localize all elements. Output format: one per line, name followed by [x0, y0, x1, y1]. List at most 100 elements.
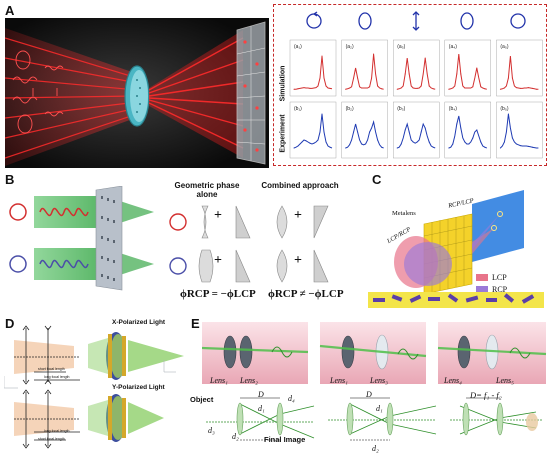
simulation-point: [357, 77, 359, 79]
simulation-point: [313, 87, 315, 89]
simulation-point: [527, 87, 529, 89]
panel-b-lens-combos: [169, 205, 329, 283]
simulation-point: [404, 73, 406, 75]
d3-label: d₃: [208, 426, 215, 435]
formula-geometric: ϕRCP = −ϕLCP: [180, 288, 256, 300]
simulation-point: [472, 86, 474, 88]
polarization-ellipse-icon: [460, 12, 474, 30]
experiment-point: [369, 131, 371, 133]
simulation-point: [345, 88, 347, 90]
long-focal-label-y: long focal length: [44, 429, 70, 433]
experiment-point: [424, 127, 426, 129]
final-image-label: Final Image: [264, 435, 306, 444]
D-formula: D= f₁ - f₂: [470, 390, 502, 400]
polarization-ellipse-icon: [358, 12, 372, 30]
panel-e-label: E: [191, 316, 200, 331]
experiment-point: [448, 147, 450, 149]
simulation-point: [305, 87, 307, 89]
combined-approach-header: Combined approach: [261, 181, 339, 190]
panel-d-illustration: [4, 325, 184, 449]
simulation-point: [424, 57, 426, 59]
panel-d-label: D: [5, 316, 15, 331]
experiment-point: [527, 145, 529, 147]
simulation-point: [468, 87, 470, 89]
simulation-point: [499, 88, 501, 90]
experiment-point: [432, 146, 434, 148]
lens6-label: Lens₅: [496, 376, 514, 385]
simulation-point: [408, 73, 410, 75]
experiment-point: [480, 141, 482, 143]
experiment-tag: (b₃): [397, 106, 405, 112]
simulation-point: [293, 88, 295, 90]
experiment-point: [373, 121, 375, 123]
plus-sign: +: [214, 253, 222, 268]
experiment-point: [309, 142, 311, 144]
experiment-point: [317, 139, 319, 141]
simulation-plot-2: (a₂): [341, 39, 388, 97]
experiment-point: [484, 146, 486, 148]
simulation-point: [428, 85, 430, 87]
experiment-point: [511, 137, 513, 139]
simulation-tag: (a₅): [500, 44, 508, 50]
lcp-legend-swatch: [476, 274, 488, 281]
experiment-point: [412, 141, 414, 143]
experiment-point: [416, 141, 418, 143]
experiment-plot-5: (b₅): [496, 101, 543, 159]
legend-lcp: LCP: [492, 273, 507, 282]
experiment-tag: (b₁): [294, 106, 302, 112]
experiment-tag: (b₂): [346, 106, 354, 112]
simulation-point: [420, 85, 422, 87]
x-polarized-label: X-Polarized Light: [112, 319, 166, 326]
simulation-point: [519, 87, 521, 89]
experiment-plot-1: (b₁): [289, 101, 337, 159]
panel-c-illustration: [394, 190, 524, 295]
experiment-point: [503, 141, 505, 143]
simulation-point: [297, 88, 299, 90]
lens4-label: Lens₃: [370, 376, 388, 385]
experiment-plot-2: (b₂): [341, 101, 388, 159]
experiment-curve: [397, 122, 436, 149]
simulation-curve: [294, 55, 333, 90]
experiment-point: [357, 131, 359, 133]
D-label: D: [258, 390, 264, 399]
experiment-point: [499, 147, 501, 149]
simulation-point: [523, 87, 525, 89]
panel-a-profile-plots: (a₁)(a₂)(a₃)(a₄)(a₅)(b₁)(b₂)(b₃)(b₄)(b₅): [289, 39, 543, 159]
simulation-point: [373, 53, 375, 55]
simulation-point: [464, 87, 466, 89]
simulation-point: [484, 88, 486, 90]
experiment-point: [305, 140, 307, 142]
experiment-point: [428, 141, 430, 143]
simulation-point: [349, 87, 351, 89]
experiment-point: [452, 143, 454, 145]
long-focal-label-x: long focal length: [44, 375, 70, 379]
simulation-tag: (a₁): [294, 44, 302, 50]
simulation-point: [317, 85, 319, 87]
experiment-point: [523, 145, 525, 147]
simulation-point: [309, 87, 311, 89]
panel-e-renderings: [202, 322, 547, 384]
legend-rcp: RCP: [492, 285, 508, 294]
experiment-row-label: Experiment: [279, 114, 287, 153]
experiment-plot-3: (b₃): [392, 101, 440, 159]
simulation-point: [416, 87, 418, 89]
rcp-legend-swatch: [476, 286, 488, 293]
simulation-point: [353, 77, 355, 79]
simulation-point: [377, 85, 379, 87]
simulation-point: [400, 87, 402, 89]
experiment-curve: [448, 115, 487, 149]
D-label-2: D: [366, 390, 372, 399]
rcp-circle-icon: [9, 203, 27, 221]
experiment-point: [460, 127, 462, 129]
simulation-tag: (a₄): [449, 44, 457, 50]
simulation-point: [460, 73, 462, 75]
simulation-plot-3: (a₃): [392, 39, 440, 97]
simulation-plot-1: (a₁): [289, 39, 337, 97]
simulation-point: [301, 87, 303, 89]
experiment-point: [468, 143, 470, 145]
simulation-point: [432, 88, 434, 90]
simulation-point: [531, 87, 533, 89]
metalens-label: Metalens: [392, 210, 416, 217]
experiment-point: [396, 147, 398, 149]
simulation-point: [321, 55, 323, 57]
